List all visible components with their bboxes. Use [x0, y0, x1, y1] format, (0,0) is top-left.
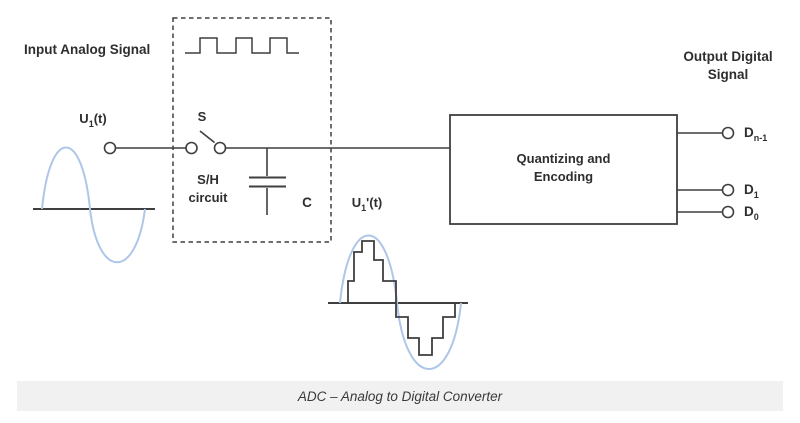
- quantizer-label-line1: Quantizing and: [516, 151, 611, 166]
- output-label-d0-base: D: [744, 204, 754, 219]
- input-terminal-circle: [103, 141, 117, 155]
- output-label-d1: D1: [744, 181, 759, 200]
- sampled-signal-label-sub: 1: [361, 203, 367, 213]
- input-sine-wave: [41, 146, 146, 264]
- quantizer-label: Quantizing and Encoding: [460, 150, 667, 186]
- output-terminal-d1: [721, 183, 735, 197]
- clock-pulse-waveform: [185, 37, 299, 54]
- quantizer-box: [449, 114, 678, 225]
- output-label-d1-sub: 1: [753, 190, 759, 200]
- input-signal-label-sub: 1: [88, 119, 94, 129]
- sampled-signal-label: U1'(t): [340, 194, 394, 213]
- output-label-dn1-sub: n-1: [753, 133, 768, 143]
- output-label-dn1: Dn-1: [744, 124, 768, 143]
- output-section-title-line2: Signal: [707, 67, 749, 82]
- capacitor-label: C: [302, 195, 312, 210]
- input-signal-label: U1(t): [68, 110, 118, 129]
- switch-label: S: [197, 109, 207, 124]
- sample-hold-dashed-box: [172, 17, 332, 243]
- output-label-d1-base: D: [744, 182, 754, 197]
- output-terminal-d0: [721, 205, 735, 219]
- output-label-d0-sub: 0: [753, 212, 759, 222]
- output-section-title: Output Digital Signal: [676, 48, 780, 84]
- caption-bar: ADC – Analog to Digital Converter: [17, 381, 783, 411]
- output-section-title-line1: Output Digital: [683, 49, 773, 64]
- quantizer-label-line2: Encoding: [533, 169, 594, 184]
- sample-hold-label-line1: S/H: [197, 172, 219, 187]
- switch-arm: [199, 130, 215, 144]
- input-signal-label-base: U: [79, 111, 89, 126]
- output-terminal-dn1: [721, 126, 735, 140]
- input-signal-label-suffix: (t): [93, 111, 107, 126]
- output-label-d0: D0: [744, 203, 759, 222]
- switch-left-contact: [185, 141, 198, 155]
- input-section-title: Input Analog Signal: [24, 42, 151, 57]
- output-label-dn1-base: D: [744, 125, 754, 140]
- sampled-sine-wave: [339, 234, 462, 370]
- sample-hold-label-line2: circuit: [188, 190, 228, 205]
- switch-right-contact: [213, 141, 227, 155]
- sample-hold-block-label: S/H circuit: [178, 171, 238, 207]
- sampled-signal-label-base: U: [351, 195, 362, 210]
- sampled-signal-label-suffix: '(t): [366, 195, 383, 210]
- caption-text: ADC – Analog to Digital Converter: [297, 388, 503, 404]
- staircase-waveform: [347, 240, 456, 356]
